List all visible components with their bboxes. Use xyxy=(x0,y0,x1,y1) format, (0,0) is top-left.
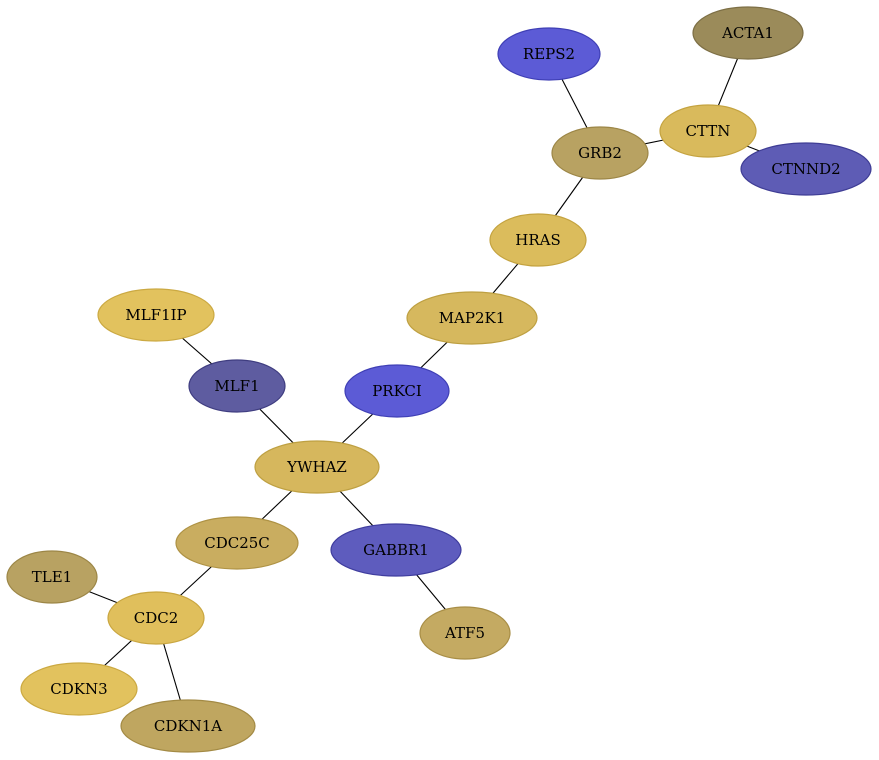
node-label-map2k1: MAP2K1 xyxy=(439,309,506,327)
node-ellipse-prkci xyxy=(344,364,450,418)
node-cdkn3: CDKN3 xyxy=(20,662,138,716)
node-gabbr1: GABBR1 xyxy=(330,523,462,577)
node-cttn: CTTN xyxy=(659,104,757,158)
node-ellipse-cdkn3 xyxy=(20,662,138,716)
node-ellipse-cdc2 xyxy=(107,591,205,645)
node-hras: HRAS xyxy=(489,213,587,267)
node-atf5: ATF5 xyxy=(419,606,511,660)
node-label-cdkn1a: CDKN1A xyxy=(154,717,222,735)
node-label-cdc2: CDC2 xyxy=(134,609,179,627)
node-cdkn1a: CDKN1A xyxy=(120,699,256,753)
node-label-reps2: REPS2 xyxy=(523,45,575,63)
node-ellipse-ctnnd2 xyxy=(740,142,872,196)
node-label-tle1: TLE1 xyxy=(32,568,72,586)
node-ellipse-cdc25c xyxy=(175,516,299,570)
node-ywhaz: YWHAZ xyxy=(254,440,380,494)
node-mlf1: MLF1 xyxy=(188,359,286,413)
node-cdc25c: CDC25C xyxy=(175,516,299,570)
node-tle1: TLE1 xyxy=(6,550,98,604)
node-ellipse-hras xyxy=(489,213,587,267)
node-ellipse-atf5 xyxy=(419,606,511,660)
node-acta1: ACTA1 xyxy=(692,6,804,60)
node-ellipse-mlf1 xyxy=(188,359,286,413)
node-label-ywhaz: YWHAZ xyxy=(286,458,347,476)
node-ellipse-map2k1 xyxy=(406,291,538,345)
node-ctnnd2: CTNND2 xyxy=(740,142,872,196)
node-label-mlf1ip: MLF1IP xyxy=(125,306,186,324)
node-ellipse-acta1 xyxy=(692,6,804,60)
node-label-cttn: CTTN xyxy=(686,122,731,140)
node-label-cdc25c: CDC25C xyxy=(204,534,270,552)
node-cdc2: CDC2 xyxy=(107,591,205,645)
node-label-gabbr1: GABBR1 xyxy=(363,541,429,559)
node-ellipse-mlf1ip xyxy=(97,288,215,342)
node-ellipse-cdkn1a xyxy=(120,699,256,753)
node-label-grb2: GRB2 xyxy=(578,144,622,162)
node-reps2: REPS2 xyxy=(497,27,601,81)
node-ellipse-grb2 xyxy=(551,126,649,180)
node-map2k1: MAP2K1 xyxy=(406,291,538,345)
node-ellipse-cttn xyxy=(659,104,757,158)
node-ellipse-gabbr1 xyxy=(330,523,462,577)
node-label-atf5: ATF5 xyxy=(444,624,485,642)
node-label-prkci: PRKCI xyxy=(372,382,422,400)
node-mlf1ip: MLF1IP xyxy=(97,288,215,342)
node-label-acta1: ACTA1 xyxy=(721,24,774,42)
node-label-mlf1: MLF1 xyxy=(214,377,259,395)
node-ellipse-tle1 xyxy=(6,550,98,604)
node-ellipse-ywhaz xyxy=(254,440,380,494)
node-label-cdkn3: CDKN3 xyxy=(50,680,107,698)
node-label-hras: HRAS xyxy=(515,231,560,249)
node-prkci: PRKCI xyxy=(344,364,450,418)
node-label-ctnnd2: CTNND2 xyxy=(771,160,840,178)
node-ellipse-reps2 xyxy=(497,27,601,81)
node-grb2: GRB2 xyxy=(551,126,649,180)
